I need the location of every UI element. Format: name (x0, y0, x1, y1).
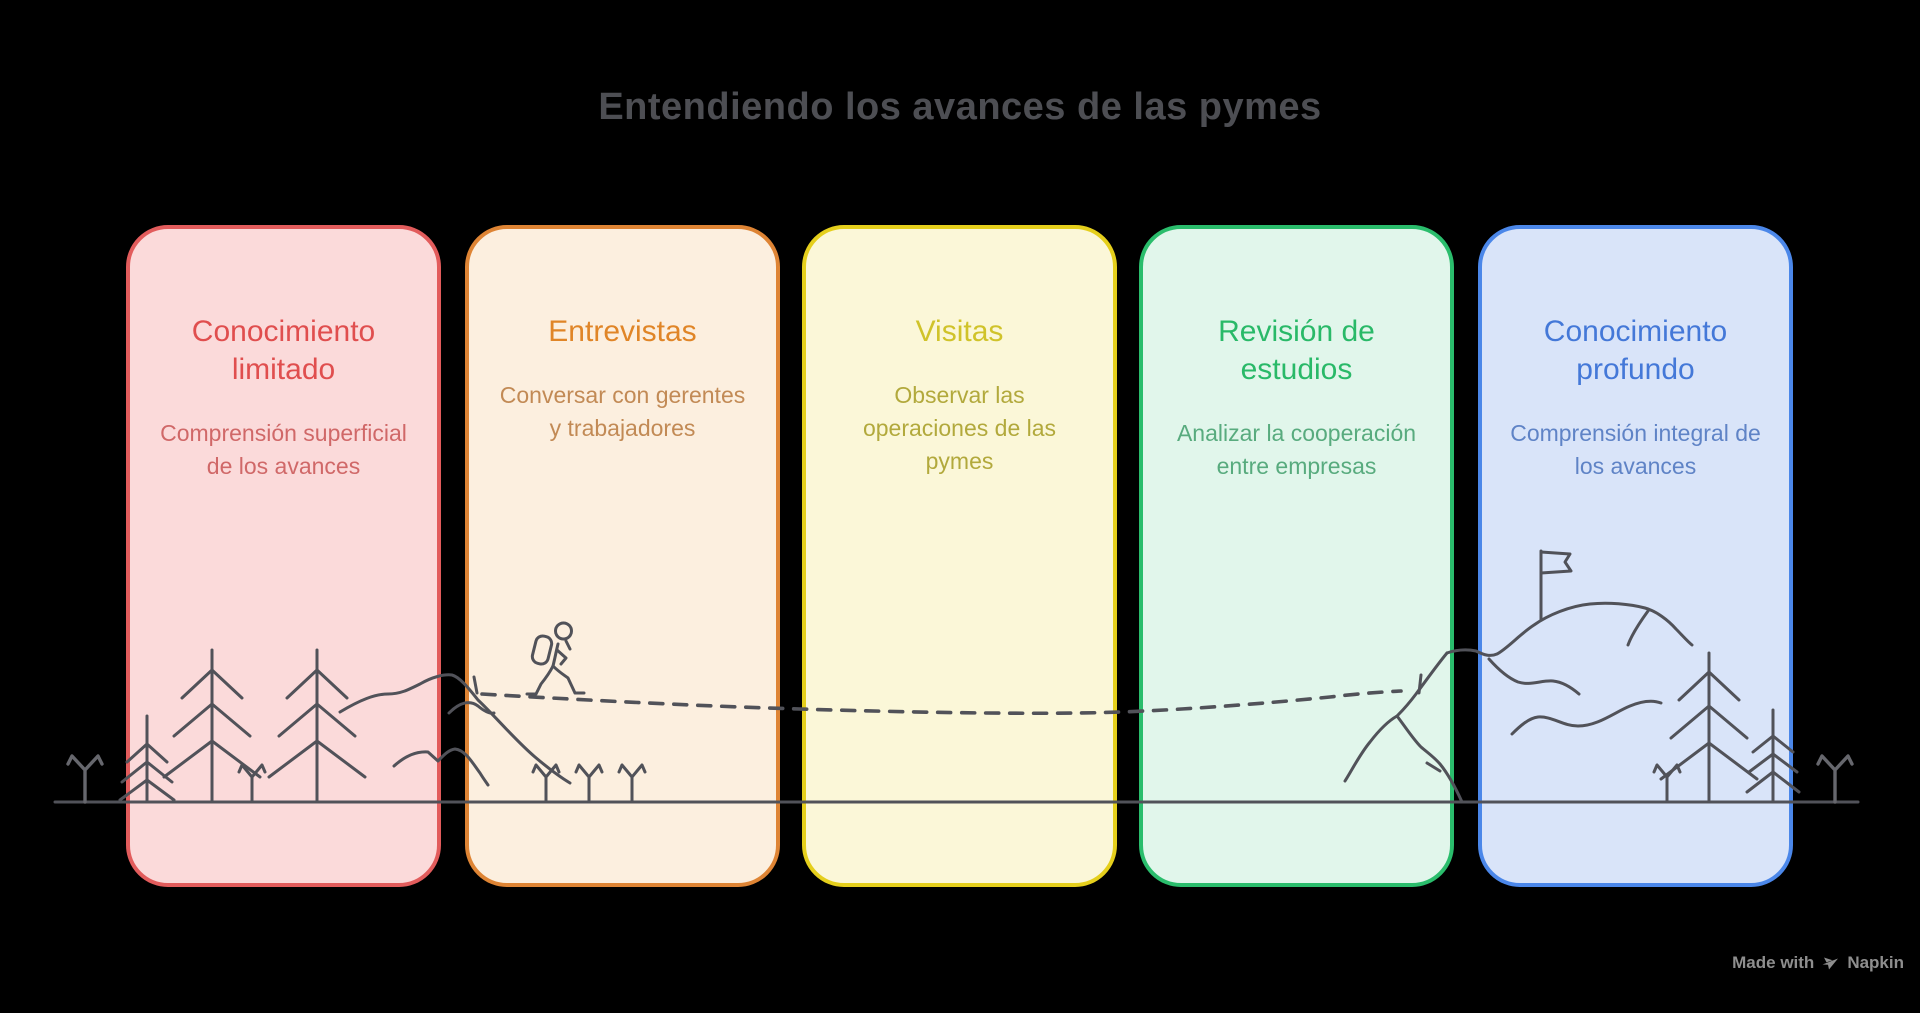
card-entrevistas: Entrevistas Conversar con gerentes y tra… (465, 225, 780, 887)
card-title: Revisión de estudios (1218, 315, 1375, 386)
card-body: Analizar la cooperación entre empresas (1176, 420, 1417, 479)
card-conocimiento-profundo: Conocimiento profundo Comprensión integr… (1478, 225, 1793, 887)
card-visitas: Visitas Observar las operaciones de las … (802, 225, 1117, 887)
card-body: Comprensión superficial de los avances (160, 420, 407, 479)
card-body: Conversar con gerentes y trabajadores (499, 382, 746, 441)
card-body: Comprensión integral de los avances (1510, 420, 1761, 479)
card-title: Entrevistas (548, 315, 697, 348)
card-conocimiento-limitado: Conocimiento limitado Comprensión superf… (126, 225, 441, 887)
watermark: Made with Napkin (1732, 953, 1904, 973)
watermark-prefix: Made with (1732, 953, 1815, 972)
card-body: Observar las operaciones de las pymes (862, 382, 1057, 474)
sprout-icon (66, 754, 104, 804)
watermark-brand: Napkin (1847, 953, 1904, 972)
napkin-logo-icon (1822, 957, 1839, 970)
page-title: Entendiendo los avances de las pymes (598, 86, 1322, 128)
card-title: Conocimiento limitado (191, 315, 376, 386)
card-title: Visitas (915, 315, 1004, 348)
card-title: Conocimiento profundo (1543, 315, 1728, 386)
card-revision-de-estudios: Revisión de estudios Analizar la coopera… (1139, 225, 1454, 887)
sprout-icon (1816, 754, 1854, 804)
